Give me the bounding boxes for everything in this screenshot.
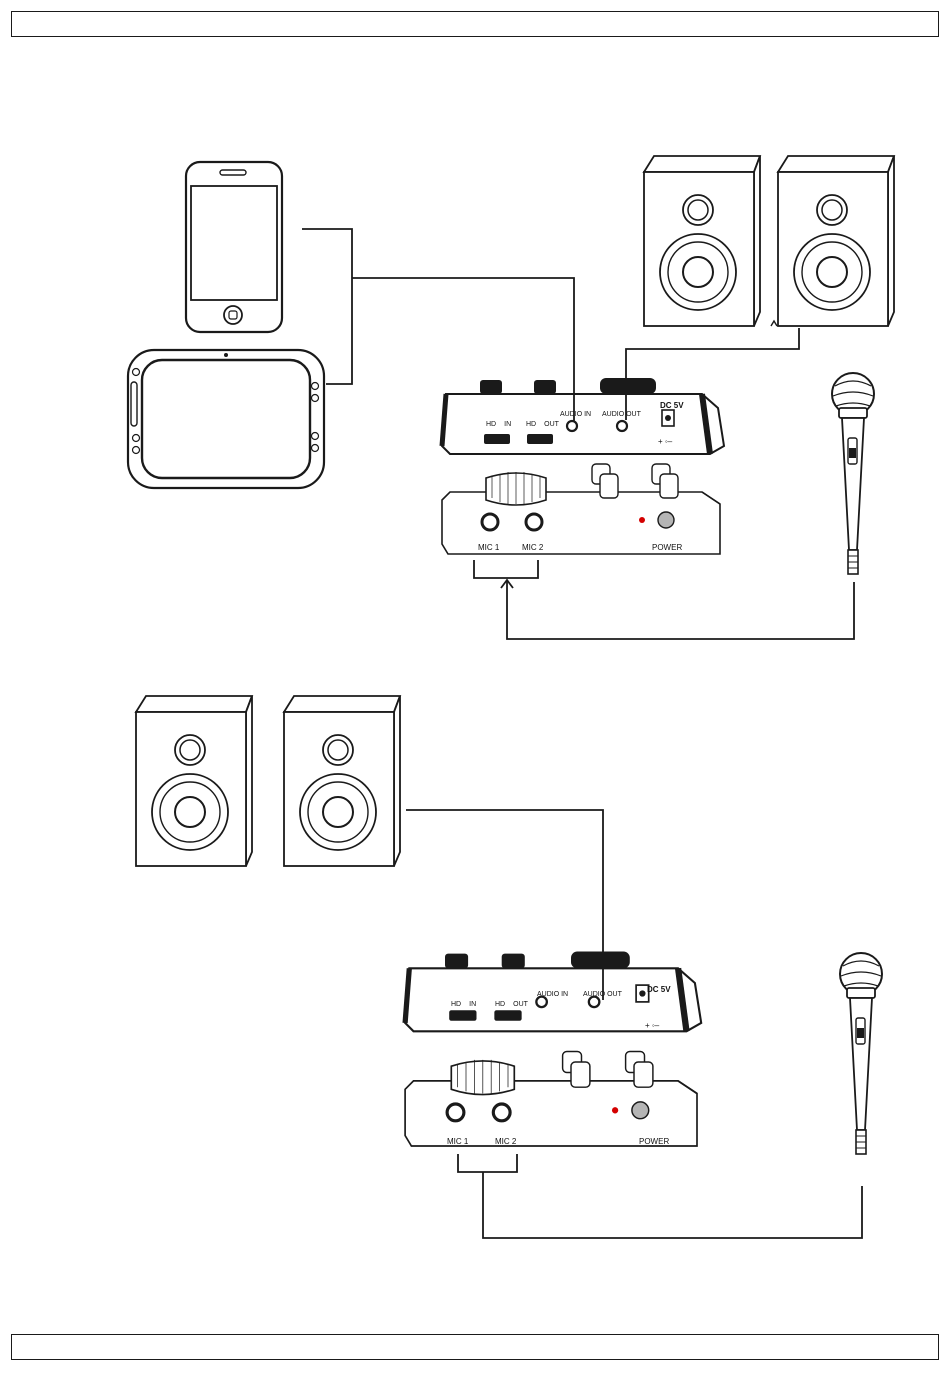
mic2-label: MIC 2 [522,543,544,552]
mic1-label: MIC 1 [478,543,500,552]
mic1-label: MIC 1 [447,1137,469,1146]
audio-out-label: AUDIO OUT [602,411,642,418]
smartphone [186,162,282,332]
speaker-left-top [644,156,760,326]
arrow-up-icon [771,321,777,326]
front-panel-bottom: MIC 1 MIC 2 POWER [405,1052,697,1147]
microphone-top [832,373,874,574]
power-label: POWER [652,543,682,552]
polarity-label: + ◦– [658,437,673,446]
front-panel-top: MIC 1 MIC 2 POWER [442,464,720,554]
speaker-right-bottom [284,696,400,866]
dc-label: DC 5V [660,401,684,410]
audio-in-label: AUDIO IN [560,411,591,418]
dc-label: DC 5V [647,985,671,994]
microphone-bottom [840,953,882,1154]
polarity-label: + ◦– [645,1021,660,1030]
speaker-right-top [778,156,894,326]
audio-in-label: AUDIO IN [537,991,568,998]
power-label: POWER [639,1137,669,1146]
tablet [128,350,324,488]
speaker-left-bottom [136,696,252,866]
mic2-label: MIC 2 [495,1137,517,1146]
